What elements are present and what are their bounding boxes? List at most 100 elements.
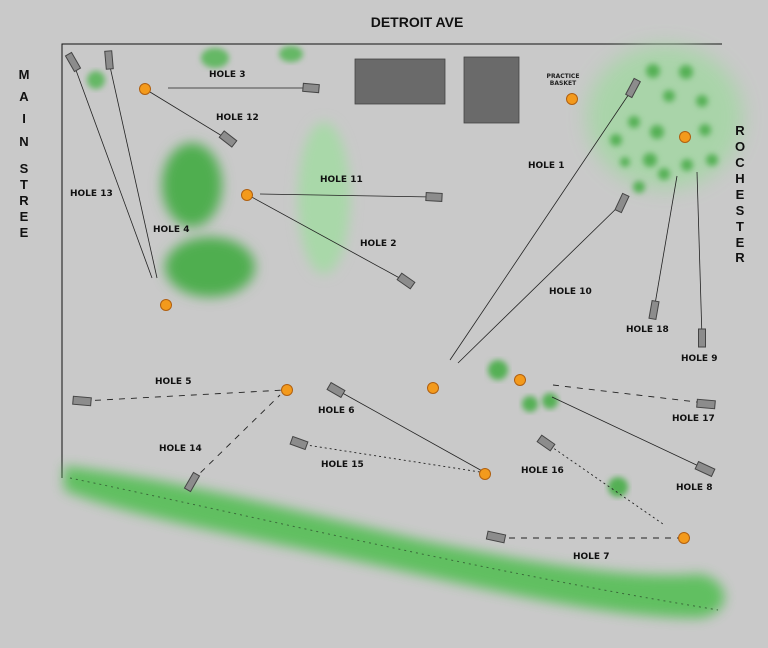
tree-top-2 [279,46,303,62]
hole-label-14: HOLE 14 [159,444,202,454]
tee-pad [694,460,716,478]
street-letter: M [19,67,30,82]
tee-pad [614,192,630,214]
tee-pad [72,395,92,407]
tree-small-2 [522,396,538,412]
street-letter: E [736,187,745,202]
fairway-hole-8 [551,396,706,470]
street-letter: I [22,111,26,126]
hole-label-18: HOLE 18 [626,325,669,335]
hole-label-15: HOLE 15 [321,460,364,470]
building-right [463,56,520,124]
hole-label-1: HOLE 1 [528,161,564,171]
street-letter: S [736,203,745,218]
street-letter: T [20,177,28,192]
hole-label-17: HOLE 17 [672,414,715,424]
hole-labels: HOLE 1 HOLE 2 HOLE 3 HOLE 4 HOLE 5 HOLE … [70,70,717,562]
hole-label-8: HOLE 8 [676,483,712,493]
tee-pad [64,51,82,73]
tee-pad [104,50,114,70]
property-boundary [61,43,722,478]
fairway-hole-9 [696,171,703,339]
tee-pad [648,299,660,321]
tee-pad [289,435,309,451]
fairway-hole-10 [457,202,623,364]
hole-label-5: HOLE 5 [155,377,191,387]
tee-pad [698,328,706,348]
basket [479,468,491,480]
street-name-top: DETROIT AVE [371,14,464,30]
fairway-hole-6 [336,389,485,473]
street-letter: A [19,89,29,104]
tee-pad [396,272,416,290]
street-letter: E [736,235,745,250]
fairway-hole-15 [299,443,481,473]
fairway-hole-18 [653,175,678,311]
hole-label-2: HOLE 2 [360,239,396,249]
street-letter: E [20,209,29,224]
street-name-left: M A I N S T R E E T [19,67,30,240]
tee-pads [64,50,716,544]
tree-line-south-spine [69,477,719,611]
tee-pad [218,130,238,148]
practice-basket-label-1: PRACTICE [547,73,580,80]
street-letter: R [19,193,29,208]
street-letter: O [735,139,745,154]
tee-pad [485,530,507,544]
fairway-hole-16 [545,442,664,525]
hole-label-10: HOLE 10 [549,287,592,297]
tree-small-1 [488,360,508,380]
street-letter: T [736,219,744,234]
tree-small-3 [542,393,558,409]
basket [160,299,172,311]
basket [281,384,293,396]
basket [679,131,691,143]
street-name-right: R O C H E S T E R [735,123,745,265]
basket [678,532,690,544]
tee-pad [425,192,443,202]
street-letter: S [20,161,29,176]
basket [514,374,526,386]
hole-label-6: HOLE 6 [318,406,354,416]
building-left [354,58,446,105]
vegetation [64,45,743,618]
tree-cluster-northeast [587,45,743,189]
basket [241,189,253,201]
hole-label-16: HOLE 16 [521,466,564,476]
fairway-hole-4 [108,61,158,279]
hole-label-13: HOLE 13 [70,189,113,199]
hole-label-7: HOLE 7 [573,552,609,562]
fairway-hole-11 [259,193,434,198]
fairway-hole-1 [449,87,634,361]
fairway-hole-13 [72,61,153,279]
tree-top-3 [87,71,105,89]
tee-pad [183,471,201,493]
tree-cluster-northeast-trees [610,64,718,193]
street-letter: R [735,250,745,265]
fairway-lines [72,61,706,539]
tee-pad [625,77,641,99]
tee-pad [536,434,556,452]
hole-label-9: HOLE 9 [681,354,717,364]
tree-blob-hole-4-upper [162,143,222,227]
street-letter: N [19,134,28,149]
basket [139,83,151,95]
tree-strip-hole-11 [298,122,350,274]
tree-blob-hole-4-lower [165,237,255,297]
basket [427,382,439,394]
tree-small-4 [608,477,628,497]
hole-label-11: HOLE 11 [320,175,363,185]
practice-basket-label-2: BASKET [550,80,577,87]
street-letter: H [735,171,744,186]
fairway-hole-12 [149,91,228,140]
hole-label-3: HOLE 3 [209,70,245,80]
basket-practice [566,93,578,105]
tee-pad [696,398,716,410]
tee-pad [326,381,346,399]
hole-label-4: HOLE 4 [153,225,189,235]
tee-pad [302,82,320,94]
fairway-hole-17 [552,384,706,404]
hole-label-12: HOLE 12 [216,113,259,123]
